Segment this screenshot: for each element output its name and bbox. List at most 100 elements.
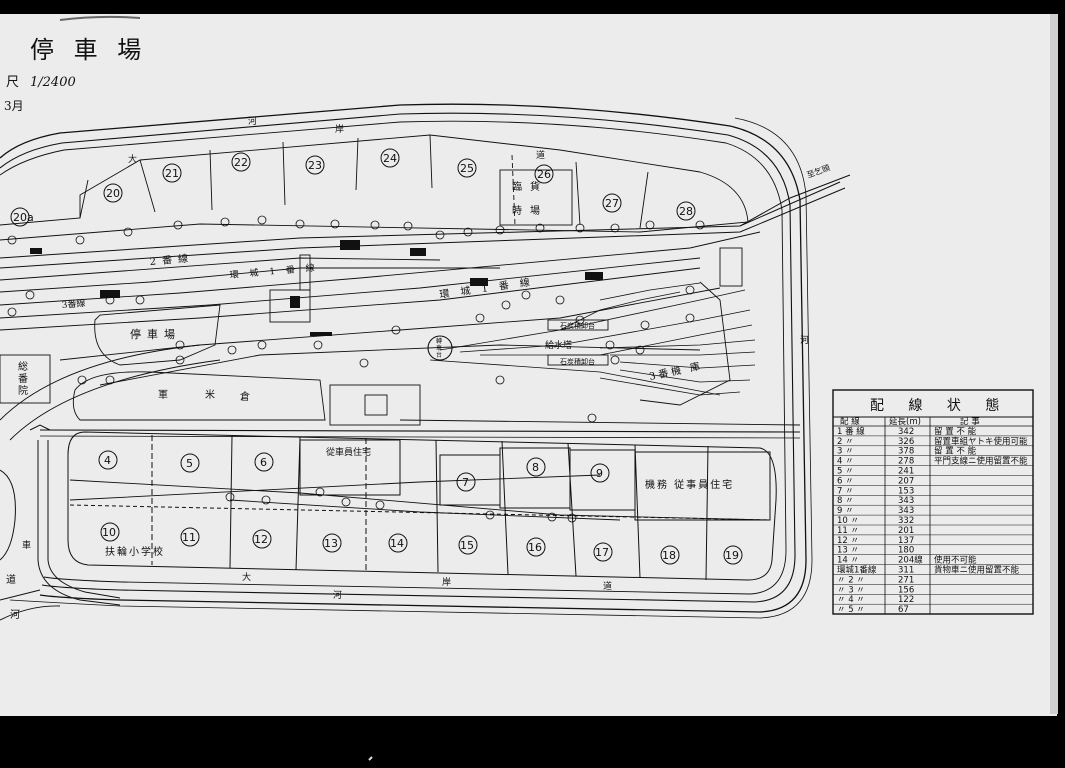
table-cell-note: 平門支線ニ使用留置不能 bbox=[934, 456, 1028, 467]
table-cell-note: 留置車組ヤトキ使用可能 bbox=[934, 436, 1028, 447]
svg-text:時: 時 bbox=[512, 205, 522, 217]
table-cell-length: 311 bbox=[898, 566, 914, 576]
canal-label-s2: 岸 bbox=[442, 577, 451, 588]
svg-text:軍: 軍 bbox=[158, 389, 168, 401]
table-cell-length: 342 bbox=[898, 427, 914, 437]
table-cell-length: 332 bbox=[898, 516, 914, 526]
table-cell-line: 11 〃 bbox=[837, 526, 859, 536]
junction-marker bbox=[567, 513, 577, 523]
table-cell-line: 12 〃 bbox=[837, 536, 859, 546]
table-cell-note: 留 置 不 能 bbox=[934, 426, 977, 437]
block-8: 8 bbox=[532, 461, 539, 474]
table-cell-line: 4 〃 bbox=[837, 457, 854, 467]
road-label-left2: 河 bbox=[10, 609, 20, 621]
junction-marker bbox=[7, 235, 17, 245]
table-cell-length: 201 bbox=[898, 526, 914, 536]
junction-marker bbox=[105, 295, 115, 305]
block-22: 22 bbox=[234, 156, 248, 169]
map-scale: 1/2400 bbox=[30, 75, 76, 90]
station-buildings bbox=[0, 247, 743, 426]
junction-marker bbox=[7, 307, 17, 317]
junction-marker bbox=[587, 413, 597, 423]
coal-platform-label-2: 石炭積卸台 bbox=[560, 357, 595, 366]
junction-marker bbox=[695, 220, 705, 230]
block-5: 5 bbox=[186, 457, 193, 470]
hospital-label: 総 番 院 bbox=[18, 360, 28, 397]
table-header-line: 配 線 bbox=[840, 416, 860, 427]
temporary-freight-yard: 臨 貨 時 場 bbox=[512, 180, 540, 217]
block-20: 20 bbox=[106, 187, 120, 200]
block-17: 17 bbox=[595, 546, 609, 559]
table-cell-length: 180 bbox=[898, 546, 914, 556]
junction-marker bbox=[77, 375, 87, 385]
block-16: 16 bbox=[528, 541, 542, 554]
table-header-length: 延長(m) bbox=[889, 416, 921, 427]
south-blocks bbox=[67, 431, 777, 581]
junction-marker bbox=[75, 235, 85, 245]
coal-platform-label-1: 石炭積卸台 bbox=[560, 321, 595, 330]
table-cell-line: 6 〃 bbox=[837, 476, 854, 486]
block-6: 6 bbox=[260, 456, 267, 469]
block-11: 11 bbox=[182, 531, 196, 544]
svg-text:倉: 倉 bbox=[240, 390, 250, 403]
table-cell-line: 〃 2 〃 bbox=[837, 575, 865, 585]
table-cell-line: 〃 3 〃 bbox=[837, 585, 865, 595]
table-cell-line: 1 番 線 bbox=[837, 426, 865, 437]
staff-housing-label: 從車員住宅 bbox=[326, 446, 371, 458]
platform-hatches bbox=[30, 240, 603, 336]
track-3-label: 3番線 bbox=[61, 297, 86, 311]
table-cell-length: 271 bbox=[898, 575, 914, 585]
block-20a: 20a bbox=[13, 211, 34, 224]
table-cell-length: 153 bbox=[898, 486, 914, 496]
junction-marker bbox=[175, 340, 185, 350]
table-cell-line: 2 〃 bbox=[837, 437, 854, 447]
junction-marker bbox=[501, 300, 511, 310]
map-date: 3月 bbox=[4, 99, 24, 113]
junction-marker bbox=[685, 285, 695, 295]
svg-text:臨: 臨 bbox=[512, 180, 522, 193]
block-14: 14 bbox=[390, 537, 404, 550]
table-cell-length: 326 bbox=[898, 437, 914, 447]
junction-marker bbox=[313, 340, 323, 350]
junction-marker bbox=[575, 223, 585, 233]
table-cell-line: 5 〃 bbox=[837, 467, 854, 477]
junction-marker bbox=[225, 492, 235, 502]
table-cell-length: 204線 bbox=[898, 555, 923, 566]
junction-marker bbox=[257, 215, 267, 225]
junction-marker bbox=[685, 313, 695, 323]
junction-marker bbox=[495, 375, 505, 385]
table-cell-length: 67 bbox=[898, 605, 909, 615]
junction-marker bbox=[359, 358, 369, 368]
junction-marker bbox=[391, 325, 401, 335]
junction-marker bbox=[575, 315, 585, 325]
track-junction-markers bbox=[7, 215, 705, 523]
junction-marker bbox=[227, 345, 237, 355]
track-2-label: 2番線 bbox=[149, 251, 194, 268]
table-title: 配 線 状 態 bbox=[870, 398, 1009, 414]
table-cell-length: 137 bbox=[898, 536, 914, 546]
junction-marker bbox=[330, 219, 340, 229]
junction-marker bbox=[610, 355, 620, 365]
junction-marker bbox=[610, 223, 620, 233]
svg-text:院: 院 bbox=[18, 384, 28, 397]
table-cell-length: 241 bbox=[898, 467, 914, 477]
loco-staff-housing-label: 機務 従事員住宅 bbox=[645, 478, 734, 491]
car-label-left: 車 bbox=[22, 539, 31, 551]
block-18: 18 bbox=[662, 549, 676, 562]
junction-marker bbox=[435, 230, 445, 240]
block-15: 15 bbox=[460, 539, 474, 552]
canal-label-s4: 河 bbox=[333, 589, 342, 601]
track-label-mid: 環 城 1 番 線 bbox=[229, 261, 319, 281]
junction-marker bbox=[341, 497, 351, 507]
table-cell-note: 貨物車ニ使用留置不能 bbox=[934, 565, 1020, 576]
station-label: 停車場 bbox=[130, 327, 181, 341]
table-cell-line: 8 〃 bbox=[837, 496, 854, 506]
south-block-numbers: 4 5 6 7 8 9 10 11 12 13 14 15 16 17 18 1… bbox=[98, 450, 743, 565]
junction-marker bbox=[645, 220, 655, 230]
block-4: 4 bbox=[104, 454, 111, 467]
engine-yard-fan bbox=[429, 282, 756, 396]
table-cell-length: 122 bbox=[898, 595, 914, 605]
table-cell-line: 7 〃 bbox=[837, 486, 854, 496]
junction-marker bbox=[370, 220, 380, 230]
block-10: 10 bbox=[102, 526, 116, 539]
